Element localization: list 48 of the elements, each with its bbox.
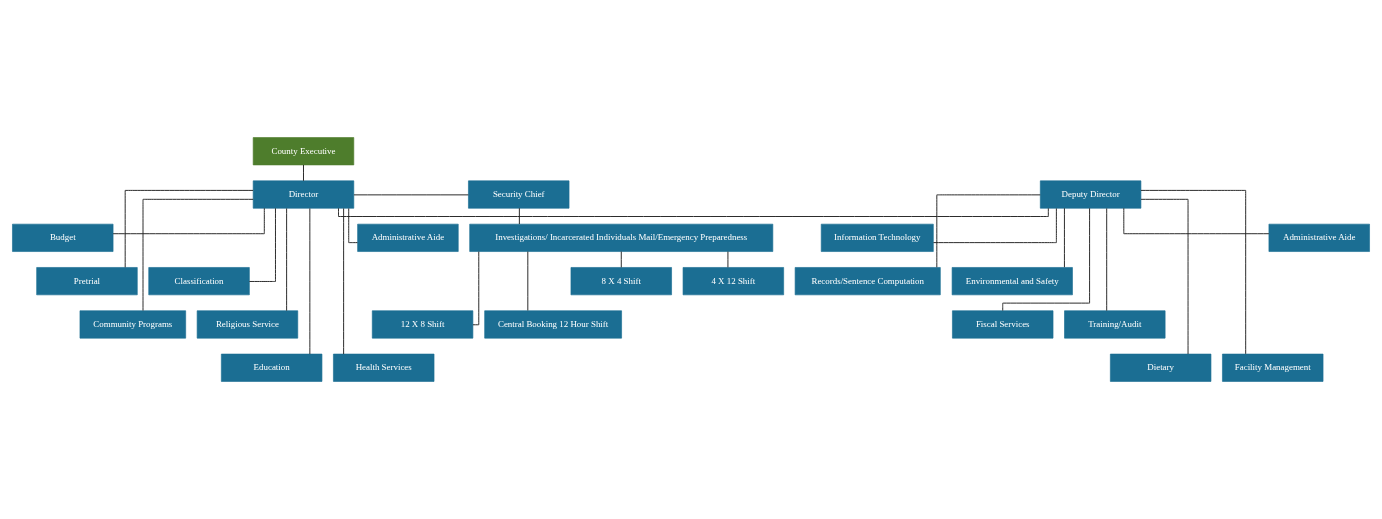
- connector: [248, 207, 276, 282]
- node-box: Fiscal Services: [952, 310, 1054, 339]
- connector: [353, 194, 469, 196]
- connector: [472, 251, 480, 326]
- connector: [286, 207, 288, 312]
- connector: [309, 207, 311, 355]
- connector: [343, 207, 345, 355]
- node-box: Health Services: [333, 353, 435, 382]
- node-box: Investigations/ Incarcerated Individuals Mail/Emergency Preparedness: [469, 223, 774, 252]
- connector: [1063, 207, 1065, 268]
- node-box: Administrative Aide: [1268, 223, 1370, 252]
- connector: [932, 207, 1057, 244]
- node-box: Administrative Aide: [357, 223, 459, 252]
- node-box: Classification: [148, 267, 250, 296]
- node-box: Dietary: [1110, 353, 1212, 382]
- connector: [303, 164, 304, 182]
- node-box: Central Booking 12 Hour Shift: [484, 310, 622, 339]
- node-box: Budget: [12, 223, 114, 252]
- node-box: Religious Service: [196, 310, 299, 339]
- connector: [1002, 207, 1091, 312]
- connector: [338, 207, 1049, 217]
- node-box: Pretrial: [36, 267, 138, 296]
- node-box: Facility Management: [1222, 353, 1324, 382]
- node-box: Environmental and Safety: [951, 267, 1073, 296]
- node-box: 8 X 4 Shift: [570, 267, 672, 296]
- node-box: Education: [221, 353, 323, 382]
- node-box: Community Programs: [79, 310, 186, 339]
- connector: [142, 198, 254, 312]
- node-box: Security Chief: [468, 180, 570, 209]
- connector: [936, 194, 1041, 268]
- node-box: Training/Audit: [1064, 310, 1166, 339]
- node-box: Records/Sentence Computation: [794, 267, 941, 296]
- connector: [1106, 207, 1108, 312]
- node-box: Director: [252, 180, 355, 209]
- connector: [1140, 198, 1189, 355]
- connector: [112, 207, 265, 235]
- node-box: 12 X 8 Shift: [371, 310, 474, 339]
- connector: [518, 207, 520, 225]
- connector: [124, 189, 254, 268]
- connector: [527, 251, 529, 311]
- connector: [1140, 189, 1247, 355]
- node-box: Deputy Director: [1040, 180, 1142, 209]
- node-box: Information Technology: [820, 223, 934, 252]
- connector: [348, 207, 358, 244]
- connector: [620, 251, 622, 268]
- node-box: County Executive: [252, 137, 355, 166]
- node-box: 4 X 12 Shift: [682, 267, 784, 296]
- connector: [1123, 207, 1270, 235]
